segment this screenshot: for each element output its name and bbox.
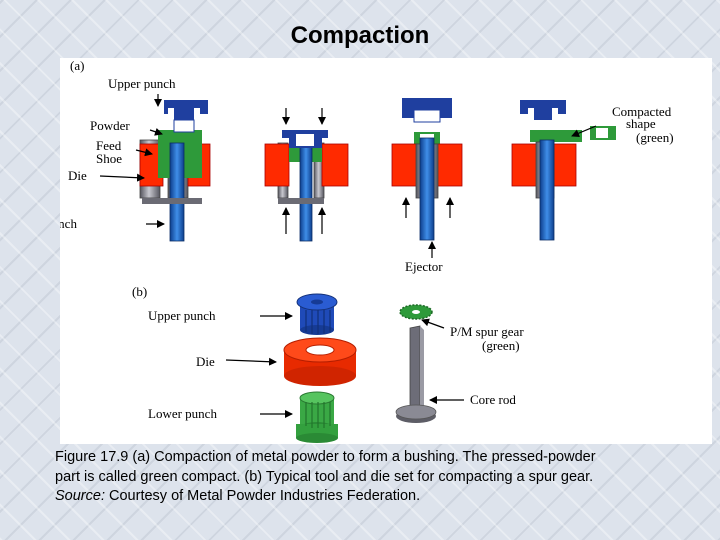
label-ejector: Ejector — [405, 259, 443, 274]
upper-punch-4 — [520, 100, 566, 120]
die-ring — [283, 337, 357, 386]
upper-punch-gear — [296, 293, 338, 335]
part-b-tag: (b) — [132, 284, 147, 299]
caption-line-2: part is called green compact. (b) Typica… — [55, 468, 594, 485]
die-4-left — [511, 143, 539, 187]
stage-4 — [511, 100, 616, 241]
figure-caption: Figure 17.9 (a) Compaction of metal powd… — [55, 448, 695, 507]
lower-punch-1-base — [142, 198, 202, 204]
die-3-left — [391, 143, 419, 187]
stage-1 — [139, 100, 211, 242]
upper-punch-1 — [164, 100, 208, 120]
compact-4 — [530, 130, 582, 142]
pm-spur-gear — [399, 304, 433, 320]
die-2-right — [321, 143, 349, 187]
source-label: Source: — [55, 488, 105, 504]
upper-punch-3 — [402, 98, 452, 110]
label-die-b: Die — [196, 354, 215, 369]
core-rod-4 — [539, 139, 555, 241]
label-upper-punch-a: Upper punch — [108, 76, 176, 91]
stage-3 — [391, 98, 463, 241]
die-2-left — [264, 143, 290, 187]
label-die-a: Die — [68, 168, 87, 183]
die-3-right — [435, 143, 463, 187]
page-title: Compaction — [290, 22, 430, 49]
label-core-rod: Core rod — [470, 392, 516, 407]
label-upper-punch-b: Upper punch — [148, 308, 216, 323]
label-lower-punch-b: Lower punch — [148, 406, 217, 421]
core-rod-1 — [169, 142, 185, 242]
caption-source: Source: Courtesy of Metal Powder Industr… — [55, 487, 695, 507]
compaction-diagram: (a) — [8, 58, 674, 443]
stage-2 — [264, 130, 349, 242]
label-powder: Powder — [90, 118, 130, 133]
caption-line-1: Figure 17.9 (a) Compaction of metal powd… — [55, 449, 596, 465]
core-rod-3 — [419, 137, 435, 241]
source-text: Courtesy of Metal Powder Industries Fede… — [104, 488, 421, 504]
motion-arrows — [99, 94, 597, 258]
core-rod-2 — [299, 145, 313, 242]
lower-punch-gear — [296, 391, 338, 443]
label-lower-punch-a: Lower punch — [60, 216, 77, 231]
core-rod-b — [395, 325, 437, 423]
part-a-tag: (a) — [70, 58, 84, 73]
die-4-right — [551, 143, 577, 187]
label-pm-spur-gear: P/M spur gear(green) — [450, 324, 524, 353]
diagram-panel: (a) — [8, 58, 712, 444]
